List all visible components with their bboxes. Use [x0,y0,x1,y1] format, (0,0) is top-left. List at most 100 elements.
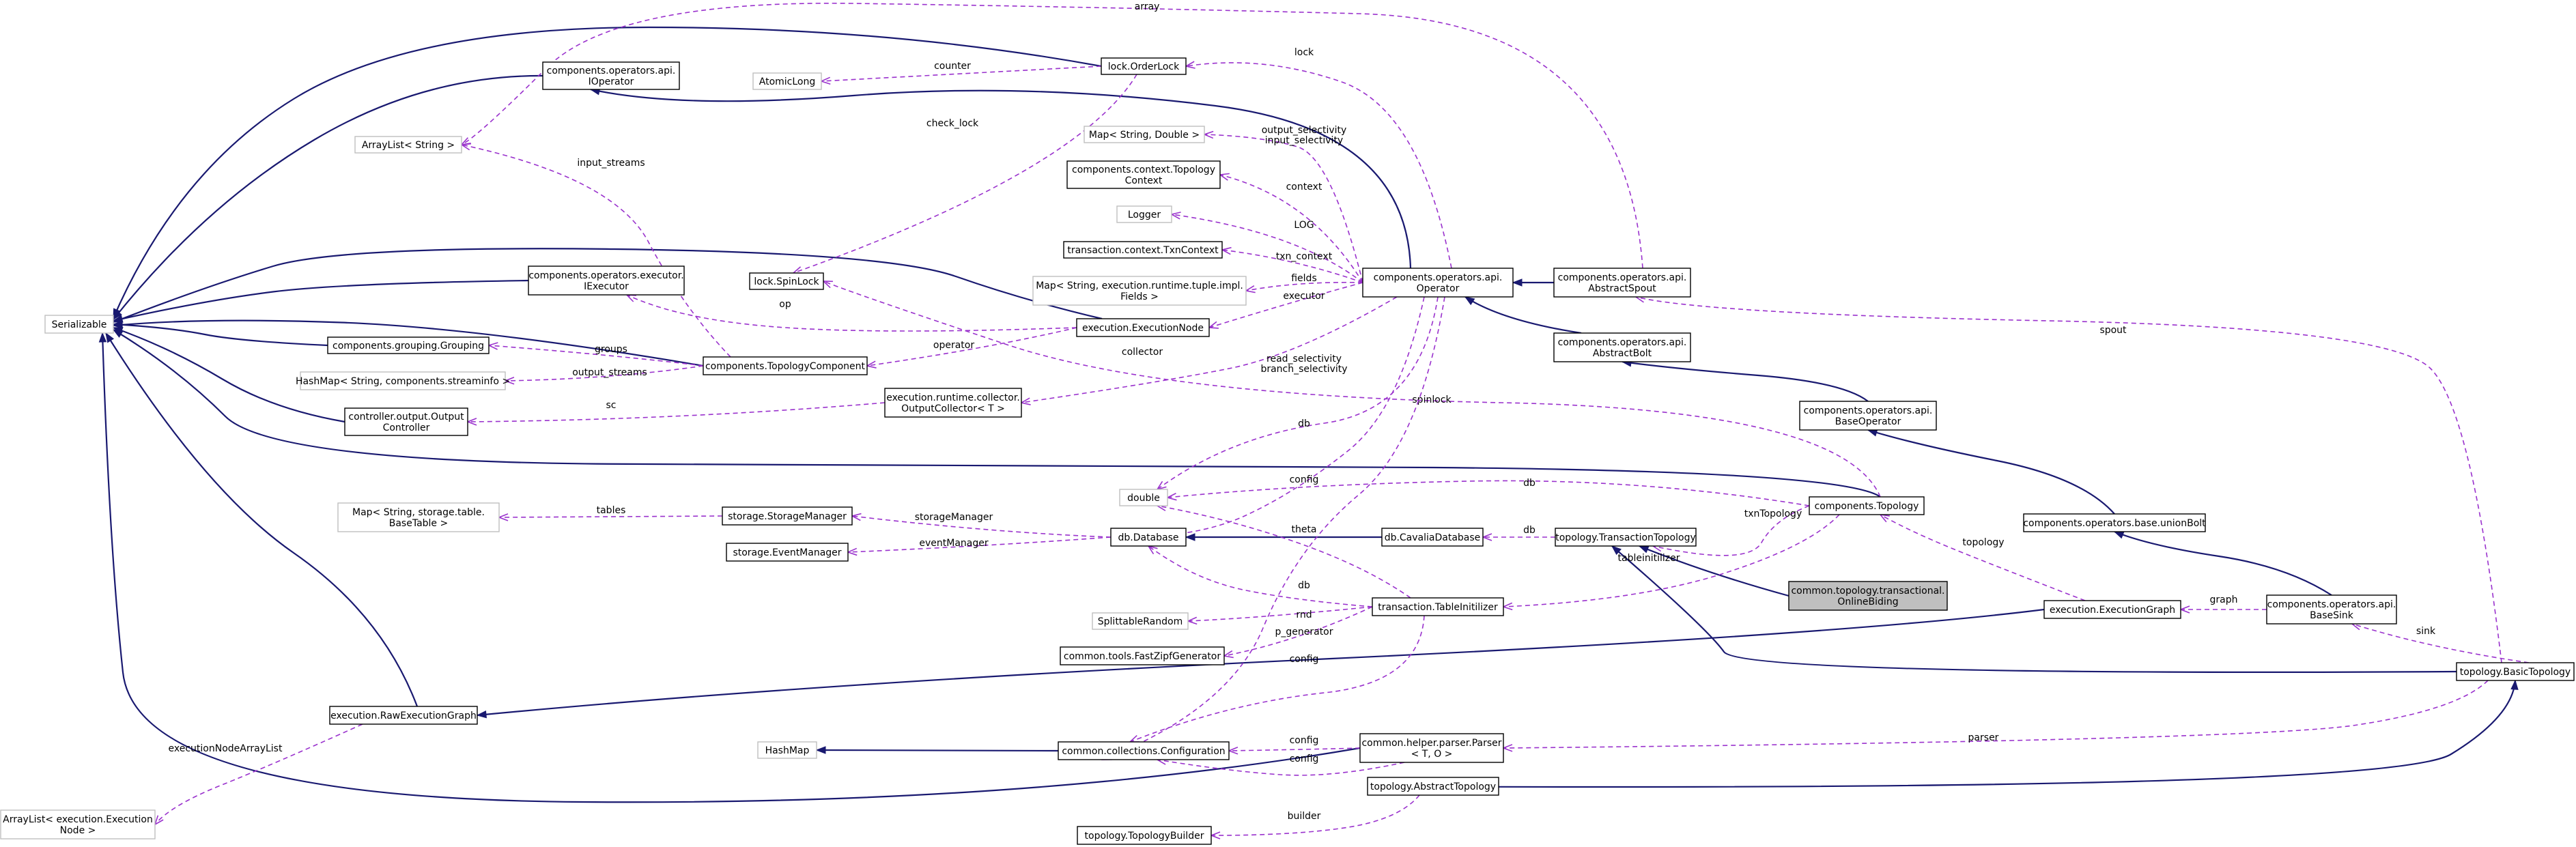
usage-edge-24: lock [1184,47,1452,269]
class-node-hashmap[interactable]: HashMap [757,741,817,759]
class-node-abstracttopology[interactable]: topology.AbstractTopology [1367,777,1499,796]
class-node-serializable[interactable]: Serializable [44,315,114,334]
class-node-double[interactable]: double [1119,489,1168,506]
edge-label-topology: topology [1962,537,2004,548]
class-node-label: Operator [1417,283,1460,294]
class-node-label: HashMap< String, components.streaminfo > [296,376,510,387]
class-node-arraylist-execnode[interactable]: ArrayList< execution.ExecutionNode > [0,809,156,839]
class-node-executiongraph[interactable]: execution.ExecutionGraph [2043,600,2181,619]
class-node-ioperator[interactable]: components.operators.api.IOperator [542,61,680,90]
class-node-grouping[interactable]: components.grouping.Grouping [327,336,490,354]
class-node-logger[interactable]: Logger [1116,205,1172,223]
class-node-topology[interactable]: components.Topology [1809,496,1925,515]
class-node-abstractbolt[interactable]: components.operators.api.AbstractBolt [1553,332,1691,362]
class-node-onlinebiding[interactable]: common.topology.transactional.OnlineBidi… [1788,581,1948,611]
class-node-baseoperator[interactable]: components.operators.api.BaseOperator [1799,401,1937,431]
class-node-label: BaseOperator [1835,416,1901,427]
class-node-iexecutor[interactable]: components.operators.executor.IExecutor [528,265,685,296]
class-node-configuration[interactable]: common.collections.Configuration [1058,741,1230,760]
usage-edge-36: collector [1019,296,1398,405]
class-node-spinlock[interactable]: lock.SpinLock [749,272,824,290]
class-node-topologycomponent[interactable]: components.TopologyComponent [703,356,868,375]
class-node-outputcollector[interactable]: execution.runtime.collector.OutputCollec… [884,388,1022,418]
class-node-map-fields[interactable]: Map< String, execution.runtime.tuple.imp… [1032,276,1247,306]
inheritance-edge-11 [1512,278,1554,287]
class-node-map-string-double[interactable]: Map< String, Double > [1084,126,1205,143]
edge-label-operator: operator [933,340,974,351]
class-node-label: AbstractSpout [1588,283,1656,294]
usage-edge-38: sc [466,400,886,426]
class-node-label: topology.TopologyBuilder [1085,831,1204,842]
usage-edge-48: theta [1155,503,1411,599]
class-node-storagemanager[interactable]: storage.StorageManager [722,506,853,526]
class-node-label: Controller [383,422,430,433]
diagram-nodes: Serializable components.operators.api.IOp… [0,57,2575,845]
class-node-operator[interactable]: components.operators.api.Operator [1362,268,1514,298]
edge-label-counter: counter [934,61,971,72]
usage-edge-23: counter [819,61,1102,85]
usage-edge-62: config [1155,753,1405,776]
edge-label-input-streams: input_streams [577,158,645,169]
class-node-parser[interactable]: common.helper.parser.Parser< T, O > [1359,733,1504,763]
class-node-eventmanager[interactable]: storage.EventManager [726,543,849,562]
inheritance-edge-18 [1611,545,2457,673]
usage-edge-47: eventManager [846,536,1112,556]
class-node-label: components.operators.api. [1558,272,1687,283]
edge-label-storagemanager: storageManager [915,512,993,523]
edge-label-sink: sink [2416,626,2436,637]
inheritance-edge-7 [112,329,1881,498]
usage-edge-59: executionNodeArrayList [154,723,363,826]
class-node-rawexecutiongraph[interactable]: execution.RawExecutionGraph [329,706,478,725]
class-node-map-basetable[interactable]: Map< String, storage.table.BaseTable > [337,502,500,532]
class-node-label: common.topology.transactional. [1791,586,1944,597]
class-node-executionnode[interactable]: execution.ExecutionNode [1076,318,1210,337]
class-node-label: db.CavaliaDatabase [1385,532,1481,543]
class-node-database[interactable]: db.Database [1110,528,1187,547]
class-node-hashmap-streaminfo[interactable]: HashMap< String, components.streaminfo > [296,371,510,390]
edge-label-db-tableinit: db [1298,580,1310,591]
inheritance-edge-5 [112,319,704,367]
usage-edge-57: sink [2350,622,2530,663]
usage-edge-34: groups [487,342,704,367]
class-node-label: components.operators.base.unionBolt [2023,518,2206,529]
usage-edge-31: fields [1244,273,1363,293]
class-node-basesink[interactable]: components.operators.api.BaseSink [2266,594,2397,625]
edge-label-graph: graph [2210,594,2238,605]
inheritance-edge-12 [1464,296,1582,334]
usage-edge-63: builder [1209,794,1420,839]
class-node-txncontext[interactable]: transaction.context.TxnContext [1063,241,1223,259]
edge-label-op: op [779,299,791,310]
class-node-atomiclong[interactable]: AtomicLong [752,72,822,90]
edge-label-rnd: rnd [1296,609,1312,620]
class-node-transactiontopology[interactable]: topology.TransactionTopology [1555,528,1697,547]
class-node-label: components.Topology [1815,501,1919,512]
class-node-cavaliadatabase[interactable]: db.CavaliaDatabase [1381,528,1484,547]
class-node-label: transaction.TableInitilizer [1378,602,1498,613]
class-node-label: double [1127,493,1160,504]
class-node-splittablerandom[interactable]: SplittableRandom [1092,612,1189,630]
class-node-orderlock[interactable]: lock.OrderLock [1101,57,1187,75]
class-node-arraylist-string[interactable]: ArrayList< String > [354,136,462,154]
usage-edge-41: spinlock [821,281,1881,498]
class-node-label: Fields > [1120,291,1159,302]
class-node-label: Map< String, Double > [1089,130,1200,141]
edge-label-tableinitilizer: tableinitilizer [1618,553,1680,564]
class-node-label: components.operators.api. [1374,272,1503,283]
edge-label-check-lock: check_lock [926,118,979,129]
class-node-unionbolt[interactable]: components.operators.base.unionBolt [2023,513,2206,532]
class-node-label: SplittableRandom [1098,616,1183,627]
class-node-label: components.grouping.Grouping [332,341,484,351]
class-node-basictopology[interactable]: topology.BasicTopology [2456,662,2575,681]
class-node-label: OutputCollector< T > [901,403,1005,414]
class-node-topologybuilder[interactable]: topology.TopologyBuilder [1077,826,1212,845]
class-node-tableinitilizer[interactable]: transaction.TableInitilizer [1372,597,1504,616]
edge-label-output-input-selectivity: input_selectivity [1265,135,1343,146]
edge-label-spinlock: spinlock [1412,394,1452,405]
class-node-abstractspout[interactable]: components.operators.api.AbstractSpout [1553,268,1691,298]
class-node-fastzipf[interactable]: common.tools.FastZipfGenerator [1060,646,1225,665]
class-node-label: topology.AbstractTopology [1370,781,1496,792]
edge-label-output-streams: output_streams [572,367,647,378]
